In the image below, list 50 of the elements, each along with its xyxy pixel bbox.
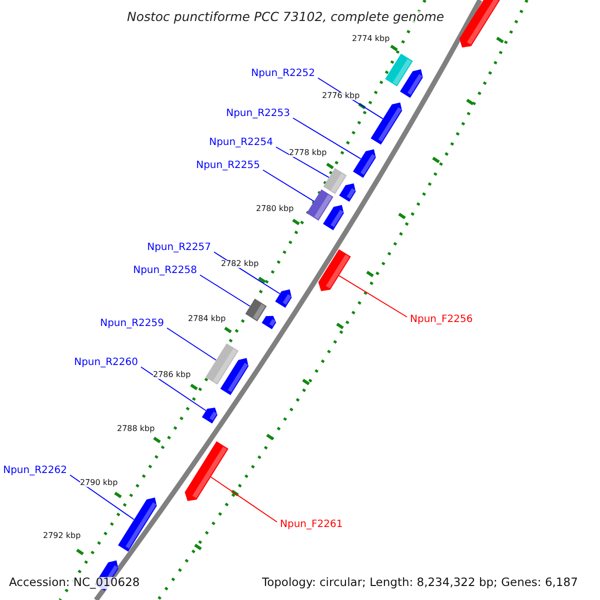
leader-line bbox=[140, 366, 206, 412]
tick-label: 2774 kbp bbox=[352, 35, 390, 43]
tick-label: 2776 kbp bbox=[322, 92, 360, 100]
gene-block bbox=[323, 168, 347, 194]
tick-label: 2786 kbp bbox=[153, 371, 191, 379]
gene-label: Npun_F2256 bbox=[410, 315, 473, 325]
gene-block bbox=[306, 189, 334, 221]
gene-feature bbox=[262, 316, 276, 330]
gene-label: Npun_R2262 bbox=[3, 466, 67, 476]
gene-feature bbox=[318, 249, 351, 292]
gene-feature bbox=[459, 0, 500, 48]
gene-label: Npun_R2259 bbox=[100, 319, 164, 329]
gene-label: Npun_R2260 bbox=[74, 358, 138, 368]
leader-line bbox=[338, 275, 408, 318]
leader-line bbox=[292, 118, 362, 160]
tick-label: 2782 kbp bbox=[221, 260, 259, 268]
tick-label: 2784 kbp bbox=[188, 315, 226, 323]
gene-label: Npun_R2257 bbox=[147, 243, 211, 253]
gene-block bbox=[385, 54, 413, 86]
gene-feature bbox=[118, 498, 157, 552]
gene-label: Npun_R2258 bbox=[133, 266, 197, 276]
leader-line bbox=[166, 328, 217, 361]
leader-line bbox=[276, 146, 330, 178]
leader-line bbox=[200, 274, 251, 307]
gene-feature bbox=[184, 441, 228, 501]
tick-label: 2778 kbp bbox=[289, 149, 327, 157]
tick-label: 2792 kbp bbox=[43, 532, 81, 540]
leader-line bbox=[210, 476, 278, 522]
gene-label: Npun_R2252 bbox=[251, 69, 315, 79]
gene-feature bbox=[370, 102, 402, 145]
tick-label: 2788 kbp bbox=[117, 425, 155, 433]
tick-label: 2780 kbp bbox=[256, 205, 294, 213]
gene-block bbox=[245, 298, 267, 322]
gene-label: Npun_R2255 bbox=[196, 161, 260, 171]
gene-feature bbox=[352, 149, 376, 178]
gene-feature bbox=[202, 408, 218, 424]
title: Nostoc punctiforme PCC 73102, complete genome bbox=[127, 11, 444, 24]
gene-feature bbox=[323, 204, 344, 230]
gene-feature bbox=[339, 183, 356, 202]
tick-label: 2790 kbp bbox=[80, 479, 118, 487]
leader-line bbox=[262, 170, 314, 202]
gene-block bbox=[205, 343, 239, 385]
gene-label: Npun_F2261 bbox=[280, 520, 343, 530]
gene-feature bbox=[275, 289, 292, 308]
gene-feature bbox=[220, 358, 248, 396]
gene-label: Npun_R2254 bbox=[209, 138, 273, 148]
gene-feature bbox=[400, 69, 423, 98]
genome-info-text: Topology: circular; Length: 8,234,322 bp; Genes: 6,187 bbox=[262, 577, 578, 588]
gene-label: Npun_R2253 bbox=[226, 109, 290, 119]
leader-line bbox=[70, 474, 134, 520]
